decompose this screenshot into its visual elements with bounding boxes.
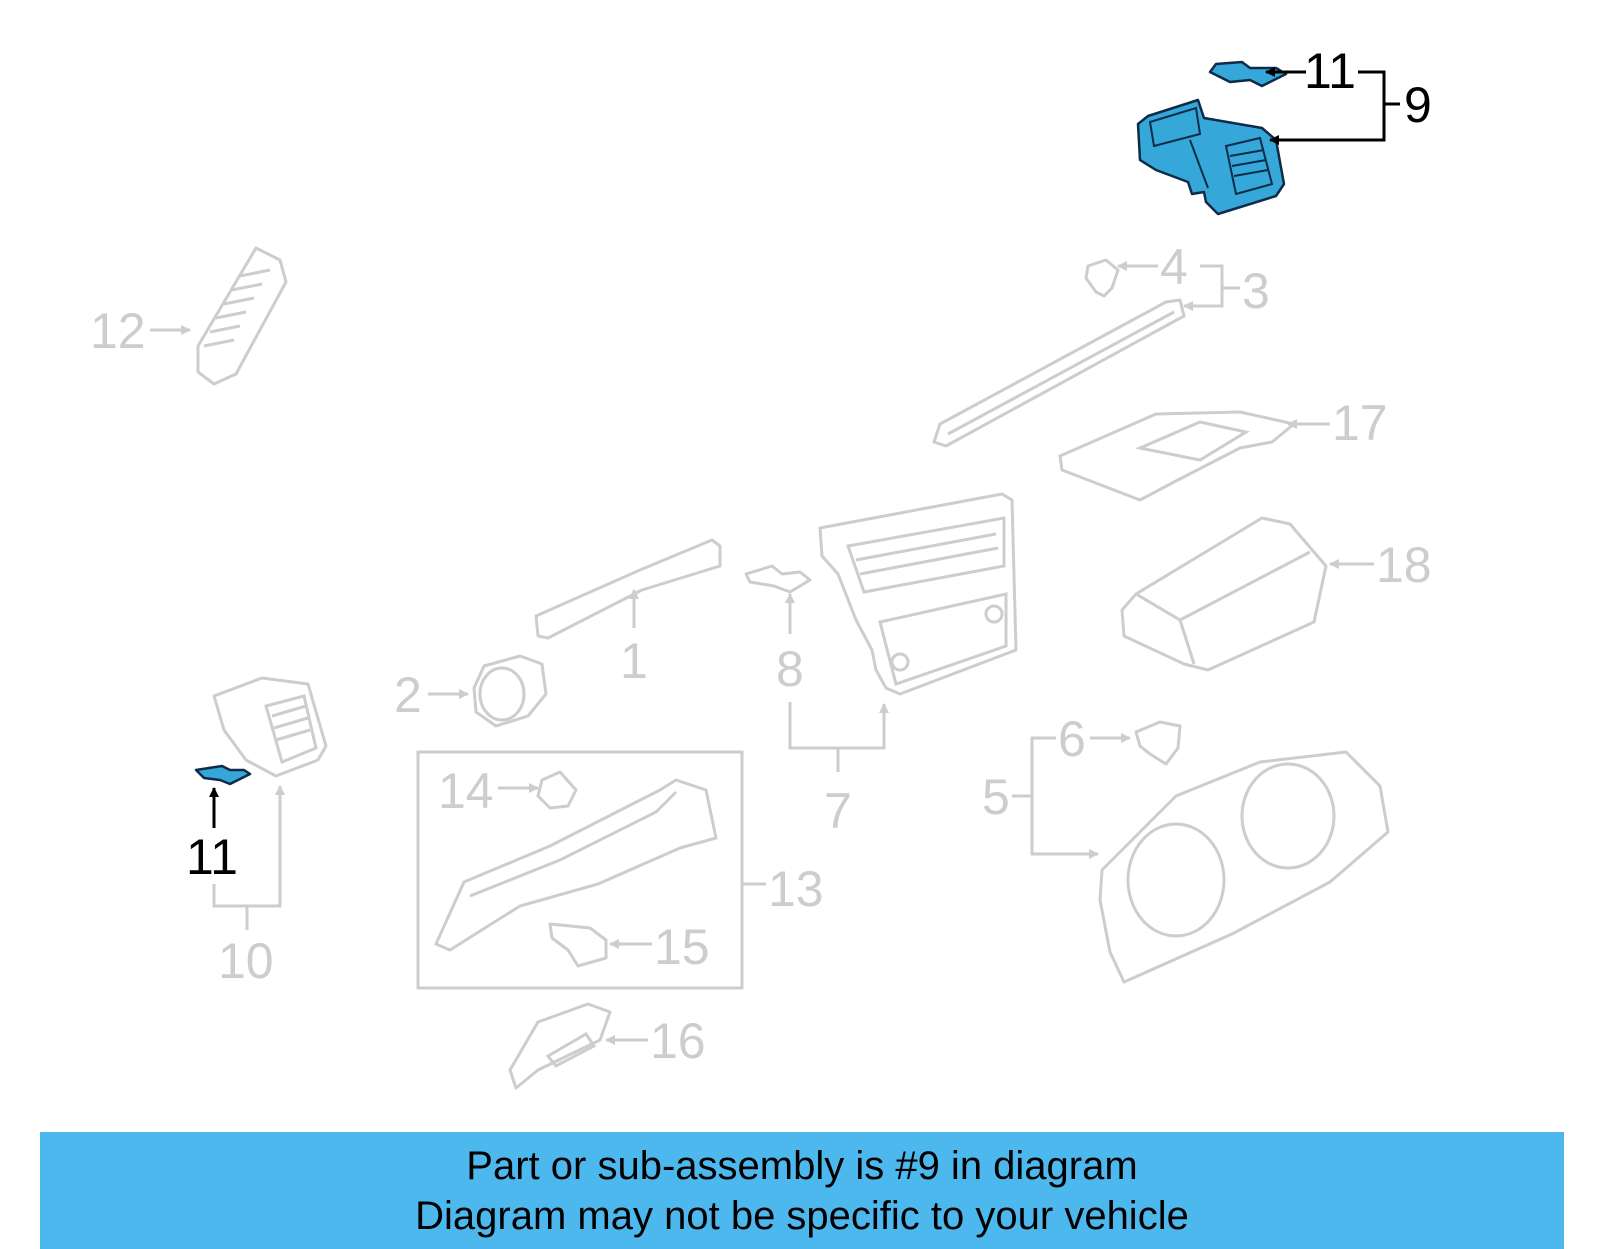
callout-6: 6 xyxy=(1058,711,1086,767)
part-15-switch[interactable] xyxy=(548,922,608,968)
banner-line-1: Part or sub-assembly is #9 in diagram xyxy=(466,1143,1138,1188)
callout-1: 1 xyxy=(620,633,648,689)
part-3-trim-strip[interactable] xyxy=(932,298,1186,448)
callout-12: 12 xyxy=(90,303,146,359)
part-11-clip-top[interactable] xyxy=(1208,60,1288,88)
callout-14: 14 xyxy=(438,763,494,819)
part-12-side-vent[interactable] xyxy=(196,246,288,386)
part-9-air-vent[interactable] xyxy=(1136,98,1286,216)
callout-labels: 11 9 11 10 12 4 3 17 18 1 2 8 7 14 13 15… xyxy=(90,43,1432,1069)
callout-7: 7 xyxy=(824,783,852,839)
callout-15: 15 xyxy=(654,919,710,975)
part-10-air-vent[interactable] xyxy=(212,676,328,778)
leader-lines xyxy=(150,67,1400,1045)
part-2-bezel[interactable] xyxy=(472,654,548,728)
part-4-clip[interactable] xyxy=(1084,258,1120,298)
callout-8: 8 xyxy=(776,641,804,697)
part-11-clip-left[interactable] xyxy=(194,764,252,786)
part-16-glovebox[interactable] xyxy=(508,1002,612,1090)
callout-11-left: 11 xyxy=(186,829,238,885)
callout-17: 17 xyxy=(1332,395,1388,451)
callout-3: 3 xyxy=(1242,263,1270,319)
callout-10: 10 xyxy=(218,933,274,989)
banner-line-2: Diagram may not be specific to your vehi… xyxy=(415,1193,1189,1238)
part-8-clip[interactable] xyxy=(744,564,812,594)
callout-4: 4 xyxy=(1160,239,1188,295)
part-13-group-box xyxy=(416,750,744,990)
part-13-glovebox-frame[interactable] xyxy=(434,778,718,952)
part-14-clip[interactable] xyxy=(536,770,578,810)
part-7-center-panel[interactable] xyxy=(818,492,1018,696)
callout-5: 5 xyxy=(982,769,1010,825)
callout-16: 16 xyxy=(650,1013,706,1069)
callout-18: 18 xyxy=(1376,537,1432,593)
part-17-panel[interactable] xyxy=(1058,410,1296,502)
callout-2: 2 xyxy=(394,667,422,723)
callout-11-top: 11 xyxy=(1304,43,1356,99)
callout-13: 13 xyxy=(768,861,824,917)
part-18-module[interactable] xyxy=(1120,516,1328,672)
part-5-instrument-cluster[interactable] xyxy=(1098,750,1390,984)
part-6-clip[interactable] xyxy=(1134,720,1182,766)
info-banner: Part or sub-assembly is #9 in diagram Di… xyxy=(40,1132,1564,1249)
callout-9: 9 xyxy=(1404,77,1432,133)
part-1-strip[interactable] xyxy=(534,538,722,640)
